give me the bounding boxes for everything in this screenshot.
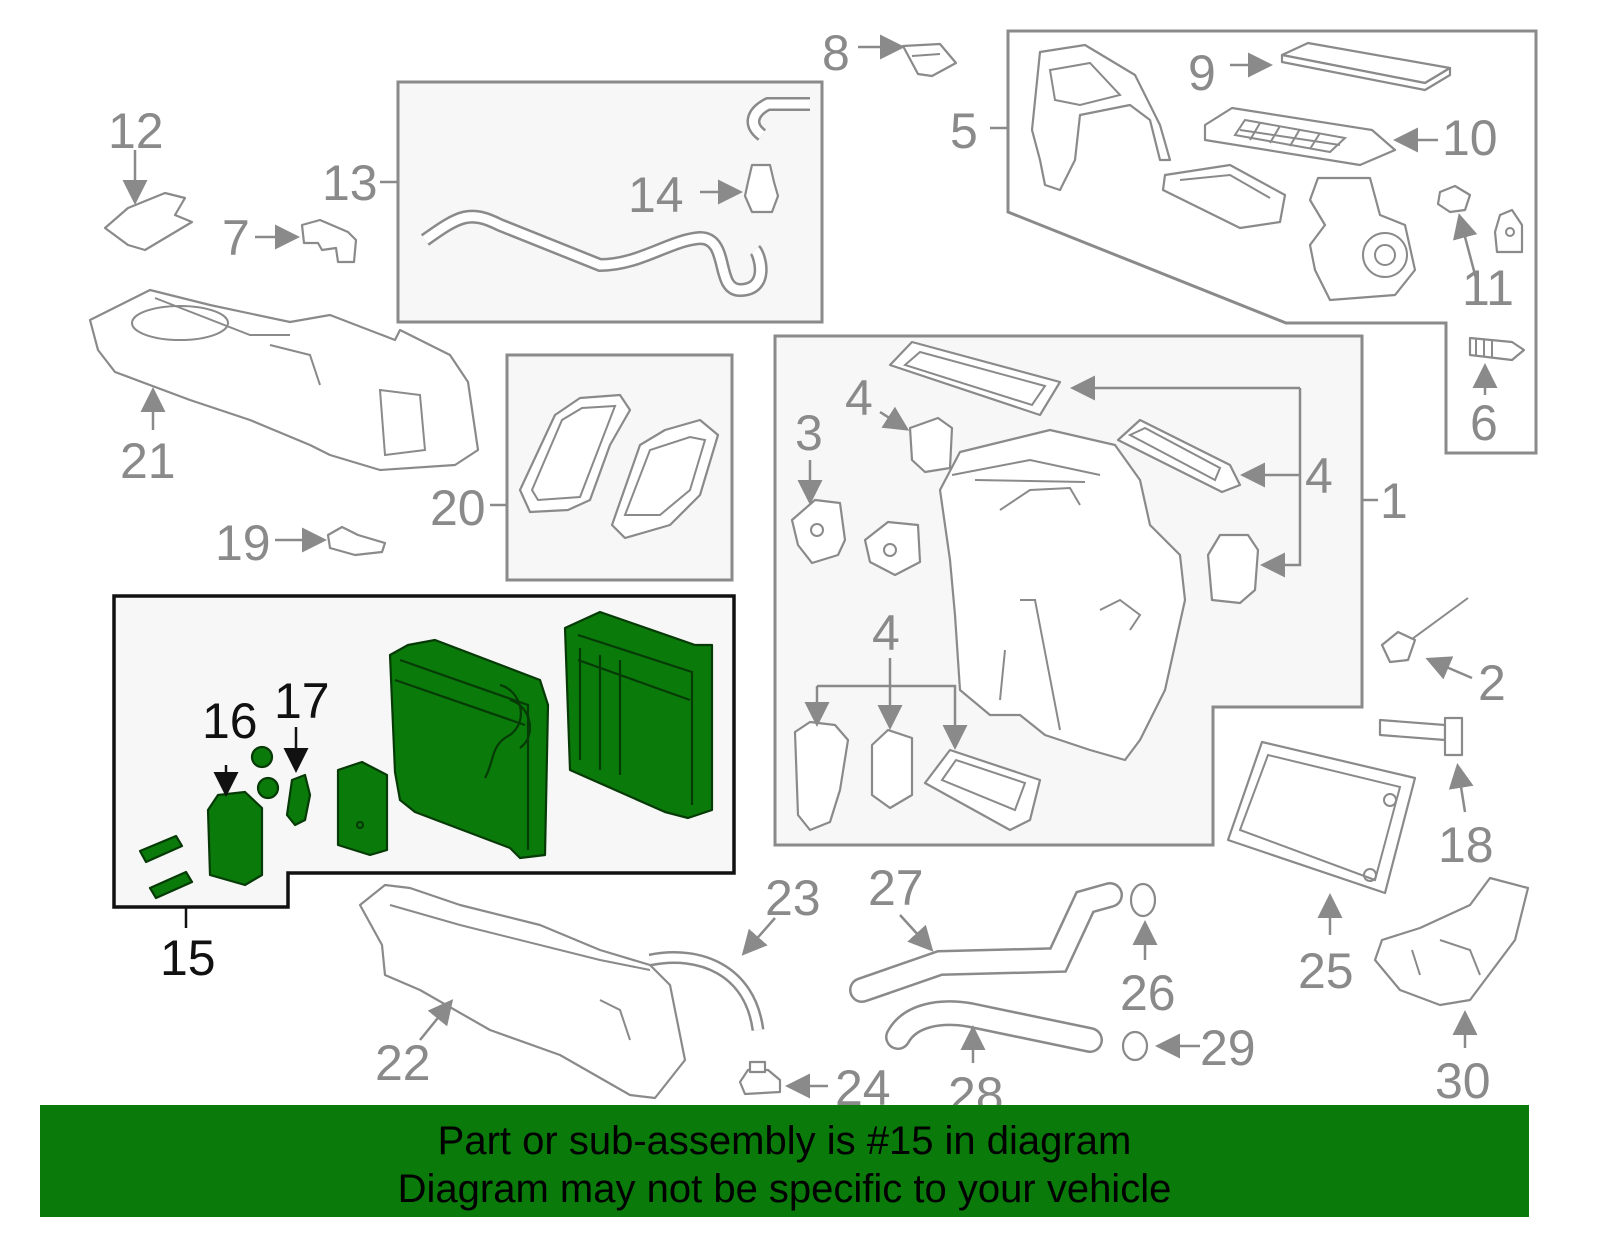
callout-13: 13	[322, 155, 378, 211]
callout-20: 20	[430, 480, 486, 536]
part-30-duct	[1373, 876, 1530, 1007]
callout-23: 23	[765, 870, 821, 926]
callout-19: 19	[215, 515, 271, 571]
part-23-hose	[648, 951, 765, 1032]
callout-6: 6	[1470, 395, 1498, 451]
part-3-actuators	[790, 498, 922, 577]
callout-3: 3	[795, 405, 823, 461]
leader-lines	[122, 34, 1498, 1099]
callout-27: 27	[868, 860, 924, 916]
callout-15: 15	[160, 930, 216, 986]
part-18-sensor	[1378, 716, 1464, 757]
part-29-o-ring	[1121, 1030, 1149, 1062]
callout-30: 30	[1435, 1053, 1491, 1109]
part-5-blower-housing	[1030, 43, 1417, 302]
part-21-case	[88, 288, 480, 472]
part-20-seals	[518, 393, 720, 540]
banner-line-2: Diagram may not be specific to your vehi…	[397, 1167, 1172, 1211]
callout-25: 25	[1298, 943, 1354, 999]
callout-4-bottom: 4	[872, 605, 900, 661]
part-22-case	[358, 883, 687, 1100]
callout-5: 5	[950, 103, 978, 159]
part-9-cabin-filter	[1280, 41, 1452, 92]
part-28-pipe	[885, 1000, 1103, 1053]
callout-29: 29	[1200, 1020, 1256, 1076]
part-19-sensor	[326, 525, 387, 557]
callout-4-top: 4	[845, 370, 873, 426]
callout-18: 18	[1438, 817, 1494, 873]
callout-21: 21	[120, 433, 176, 489]
callout-22: 22	[375, 1035, 431, 1091]
part-7-clip	[300, 218, 358, 264]
callout-7: 7	[222, 210, 250, 266]
part-15-evaporator-assembly	[138, 610, 714, 900]
callout-12: 12	[108, 103, 164, 159]
callout-11: 11	[1462, 260, 1514, 316]
callout-17: 17	[274, 673, 330, 729]
callout-14: 14	[628, 167, 684, 223]
part-24-grommet	[738, 1060, 782, 1096]
part-26-o-ring	[1129, 882, 1157, 918]
callout-26: 26	[1120, 965, 1176, 1021]
part-8-bracket	[901, 42, 958, 78]
part-10-filter-frame	[1203, 106, 1397, 167]
callout-1: 1	[1380, 473, 1408, 529]
callout-16: 16	[202, 693, 258, 749]
callout-2: 2	[1478, 655, 1506, 711]
group-box-5	[1006, 29, 1538, 455]
part-11-clip	[1436, 184, 1524, 254]
callout-4-right: 4	[1305, 448, 1333, 504]
part-13-drain-hose	[420, 97, 810, 298]
part-6-screw	[1468, 336, 1526, 362]
callout-10: 10	[1442, 110, 1498, 166]
part-12-bracket	[103, 191, 194, 252]
part-27-pipe	[849, 882, 1123, 1003]
banner-line-1: Part or sub-assembly is #15 in diagram	[437, 1119, 1132, 1163]
part-2-pushpin	[1380, 597, 1469, 664]
part-14-valve	[743, 163, 780, 214]
callout-9: 9	[1188, 45, 1216, 101]
info-banner: Part or sub-assembly is #15 in diagram D…	[40, 1105, 1529, 1217]
callout-8: 8	[822, 25, 850, 81]
part-1-hvac-module	[938, 428, 1187, 762]
part-25-heater-core	[1226, 740, 1417, 895]
